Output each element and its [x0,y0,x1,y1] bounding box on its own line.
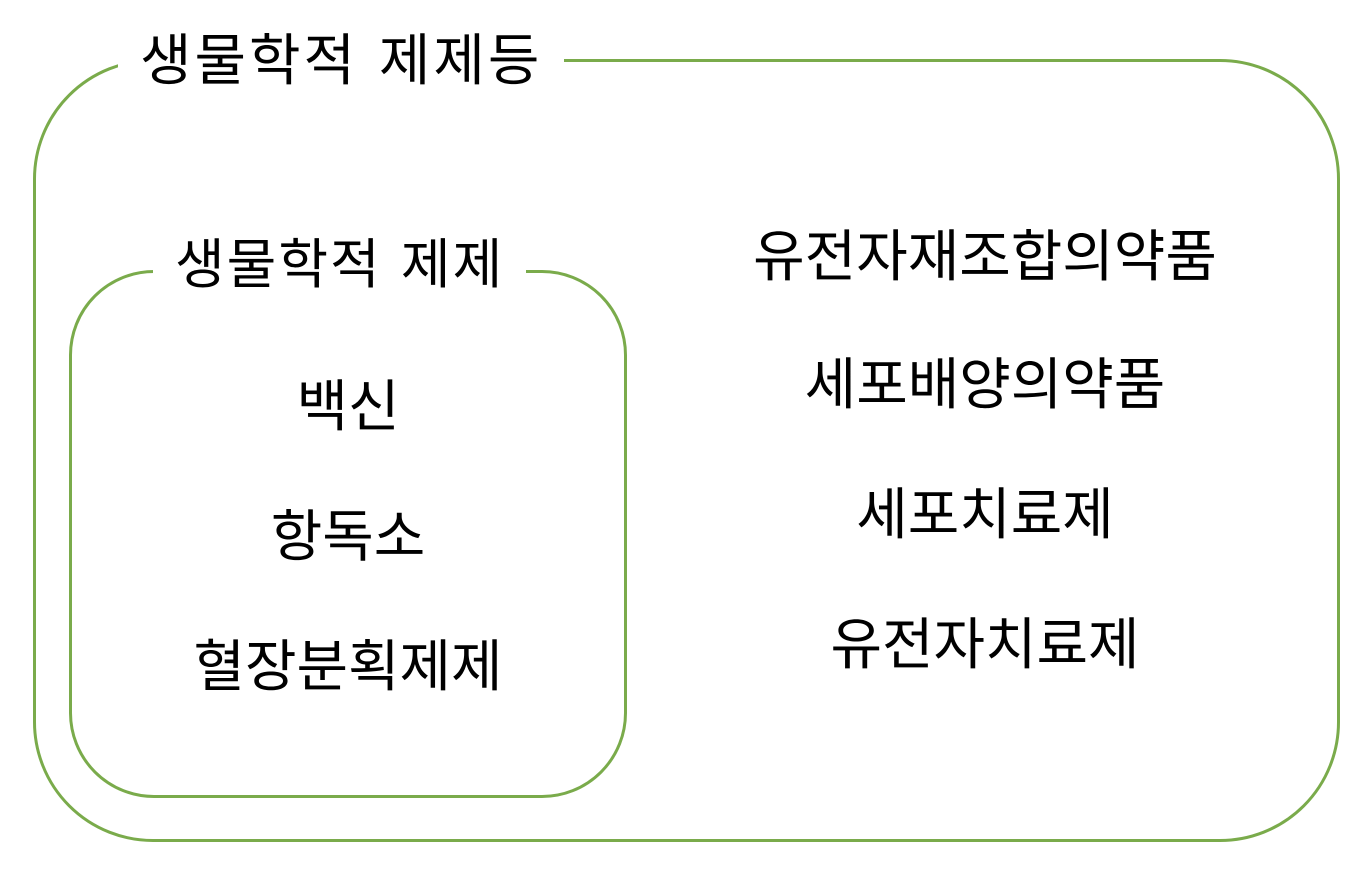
inner-group-label: 생물학적 제제 [153,238,527,292]
right-item-recombinant: 유전자재조합의약품 [753,225,1217,290]
outer-group-frame [33,59,1340,842]
inner-item-antitoxin: 항독소 [270,505,426,570]
right-item-cell-culture: 세포배양의약품 [804,353,1166,418]
right-item-gene-therapy: 유전자치료제 [830,613,1140,678]
outer-group-label: 생물학적 제제등 [118,34,565,90]
right-item-cell-therapy: 세포치료제 [856,483,1114,548]
inner-item-vaccine: 백신 [296,375,400,440]
inner-item-plasma-fraction: 혈장분획제제 [193,635,503,700]
